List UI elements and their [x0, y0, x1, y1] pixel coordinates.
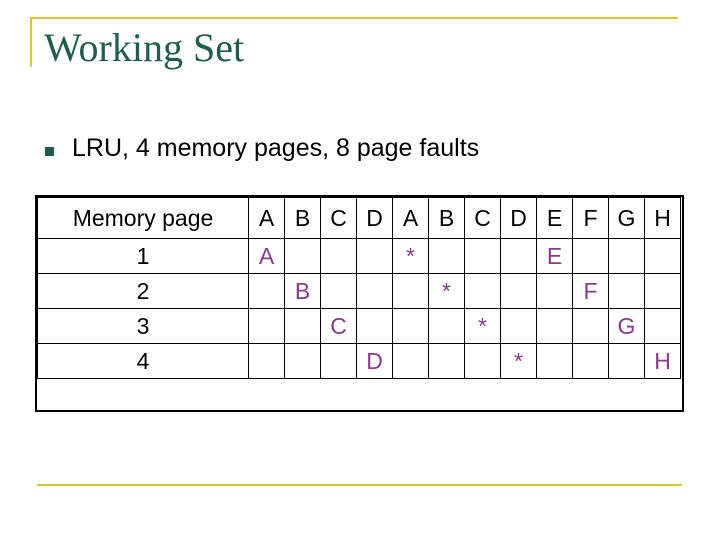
table-cell	[608, 273, 645, 309]
table-cell	[500, 273, 537, 309]
frame-left-line	[30, 17, 32, 67]
page-number: 4	[37, 343, 249, 379]
table-row: 3 C * G	[37, 308, 681, 344]
table-cell: A	[248, 238, 285, 274]
table-cell	[500, 238, 537, 274]
table-cell	[644, 273, 681, 309]
reference-cell: D	[356, 197, 393, 239]
table-cell	[356, 238, 393, 274]
reference-cell: E	[536, 197, 573, 239]
reference-cell: A	[392, 197, 429, 239]
reference-cell: B	[284, 197, 321, 239]
reference-cell: H	[644, 197, 681, 239]
table-cell	[500, 308, 537, 344]
table-cell	[320, 343, 357, 379]
table-cell	[356, 308, 393, 344]
working-set-table: Memory page A B C D A B C D E F G H 1 A …	[37, 197, 681, 379]
table-cell	[536, 273, 573, 309]
table-cell	[428, 238, 465, 274]
table-cell: B	[284, 273, 321, 309]
bullet-square-icon	[45, 147, 54, 156]
table-cell	[464, 343, 501, 379]
table-cell	[572, 308, 609, 344]
table-cell: *	[428, 273, 465, 309]
reference-cell: C	[464, 197, 501, 239]
table-cell	[428, 308, 465, 344]
table-cell	[248, 308, 285, 344]
reference-cell: G	[608, 197, 645, 239]
table-cell: D	[356, 343, 393, 379]
table-cell	[644, 308, 681, 344]
reference-cell: F	[572, 197, 609, 239]
table-row: 2 B * F	[37, 273, 681, 309]
table-cell	[608, 343, 645, 379]
table-cell	[572, 343, 609, 379]
table-cell	[284, 308, 321, 344]
table-cell	[536, 343, 573, 379]
table-cell: H	[644, 343, 681, 379]
table-cell	[284, 343, 321, 379]
slide-title: Working Set	[44, 25, 245, 70]
reference-cell: D	[500, 197, 537, 239]
frame-bottom-line	[37, 484, 682, 486]
table-cell	[392, 308, 429, 344]
table-cell	[572, 238, 609, 274]
table-cell	[248, 343, 285, 379]
table-header-row: Memory page A B C D A B C D E F G H	[37, 197, 681, 239]
table-row: 4 D * H	[37, 343, 681, 379]
page-number: 1	[37, 238, 249, 274]
reference-cell: C	[320, 197, 357, 239]
table-cell	[428, 343, 465, 379]
table-cell	[464, 238, 501, 274]
table-cell	[320, 238, 357, 274]
table-cell: E	[536, 238, 573, 274]
table-cell	[356, 273, 393, 309]
table-cell	[644, 238, 681, 274]
table-cell: G	[608, 308, 645, 344]
reference-cell: B	[428, 197, 465, 239]
table-cell	[608, 238, 645, 274]
page-number: 3	[37, 308, 249, 344]
frame-top-line	[30, 17, 678, 19]
table-cell: F	[572, 273, 609, 309]
page-number: 2	[37, 273, 249, 309]
table-cell	[464, 273, 501, 309]
bullet-text: LRU, 4 memory pages, 8 page faults	[72, 134, 480, 162]
table-cell	[248, 273, 285, 309]
table-cell: C	[320, 308, 357, 344]
reference-cell: A	[248, 197, 285, 239]
table-cell	[392, 343, 429, 379]
table-cell: *	[464, 308, 501, 344]
table-cell	[392, 273, 429, 309]
table-cell	[536, 308, 573, 344]
table-cell	[320, 273, 357, 309]
header-label: Memory page	[37, 197, 249, 239]
table-cell	[284, 238, 321, 274]
table-row: 1 A * E	[37, 238, 681, 274]
table-cell: *	[500, 343, 537, 379]
table-cell: *	[392, 238, 429, 274]
